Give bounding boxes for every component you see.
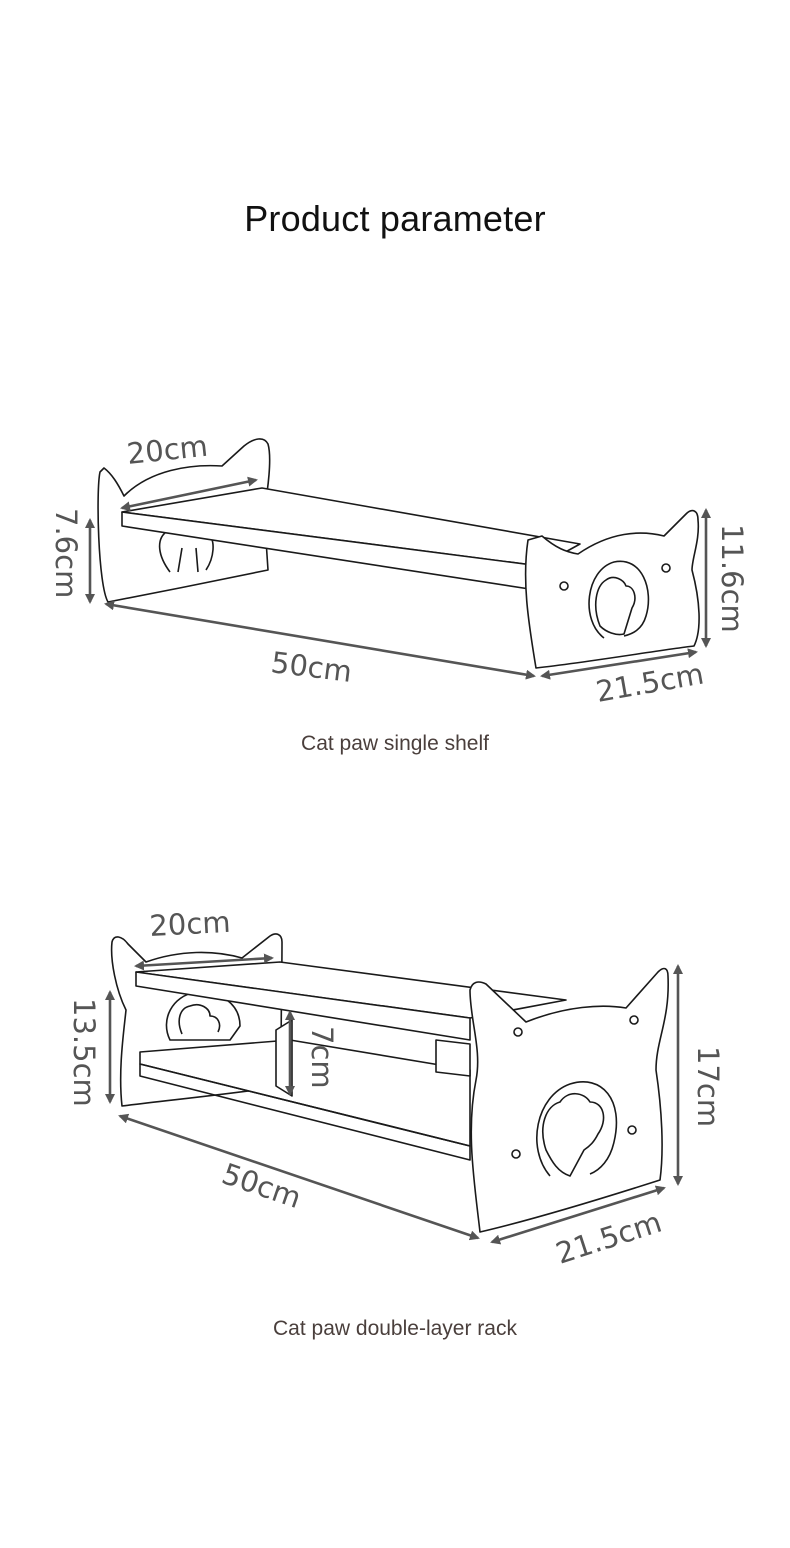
double-label-front-height: 17cm — [691, 1046, 725, 1127]
single-dim-line-length — [104, 600, 536, 680]
single-label-front-height: 11.6cm — [715, 524, 749, 633]
double-dim-line-top-depth — [134, 953, 274, 971]
double-label-top-depth: 20cm — [149, 905, 232, 943]
double-label-front-depth: 21.5cm — [552, 1205, 666, 1271]
single-shelf-diagram: 20cm 7.6cm 11.6cm 50cm 21.5cm — [49, 429, 749, 709]
double-rack-caption: Cat paw double-layer rack — [273, 1317, 517, 1340]
double-dim-line-length — [118, 1113, 480, 1241]
single-shelf-caption: Cat paw single shelf — [301, 732, 489, 755]
single-label-top-depth: 20cm — [125, 429, 209, 471]
double-label-layer-gap: 7cm — [305, 1026, 339, 1089]
double-rack-diagram: 20cm 13.5cm 7cm 17cm 50cm 21.5cm — [67, 905, 725, 1271]
double-dim-line-front-depth — [490, 1185, 666, 1245]
single-dim-line-front-depth — [540, 648, 698, 680]
double-label-side-height: 13.5cm — [67, 998, 101, 1107]
screw-icon — [559, 563, 671, 591]
single-label-length: 50cm — [269, 645, 354, 689]
page-title: Product parameter — [244, 198, 546, 239]
screw-icon — [511, 1015, 639, 1159]
single-label-side-height: 7.6cm — [49, 508, 83, 598]
single-dim-line-top-depth — [120, 476, 258, 512]
